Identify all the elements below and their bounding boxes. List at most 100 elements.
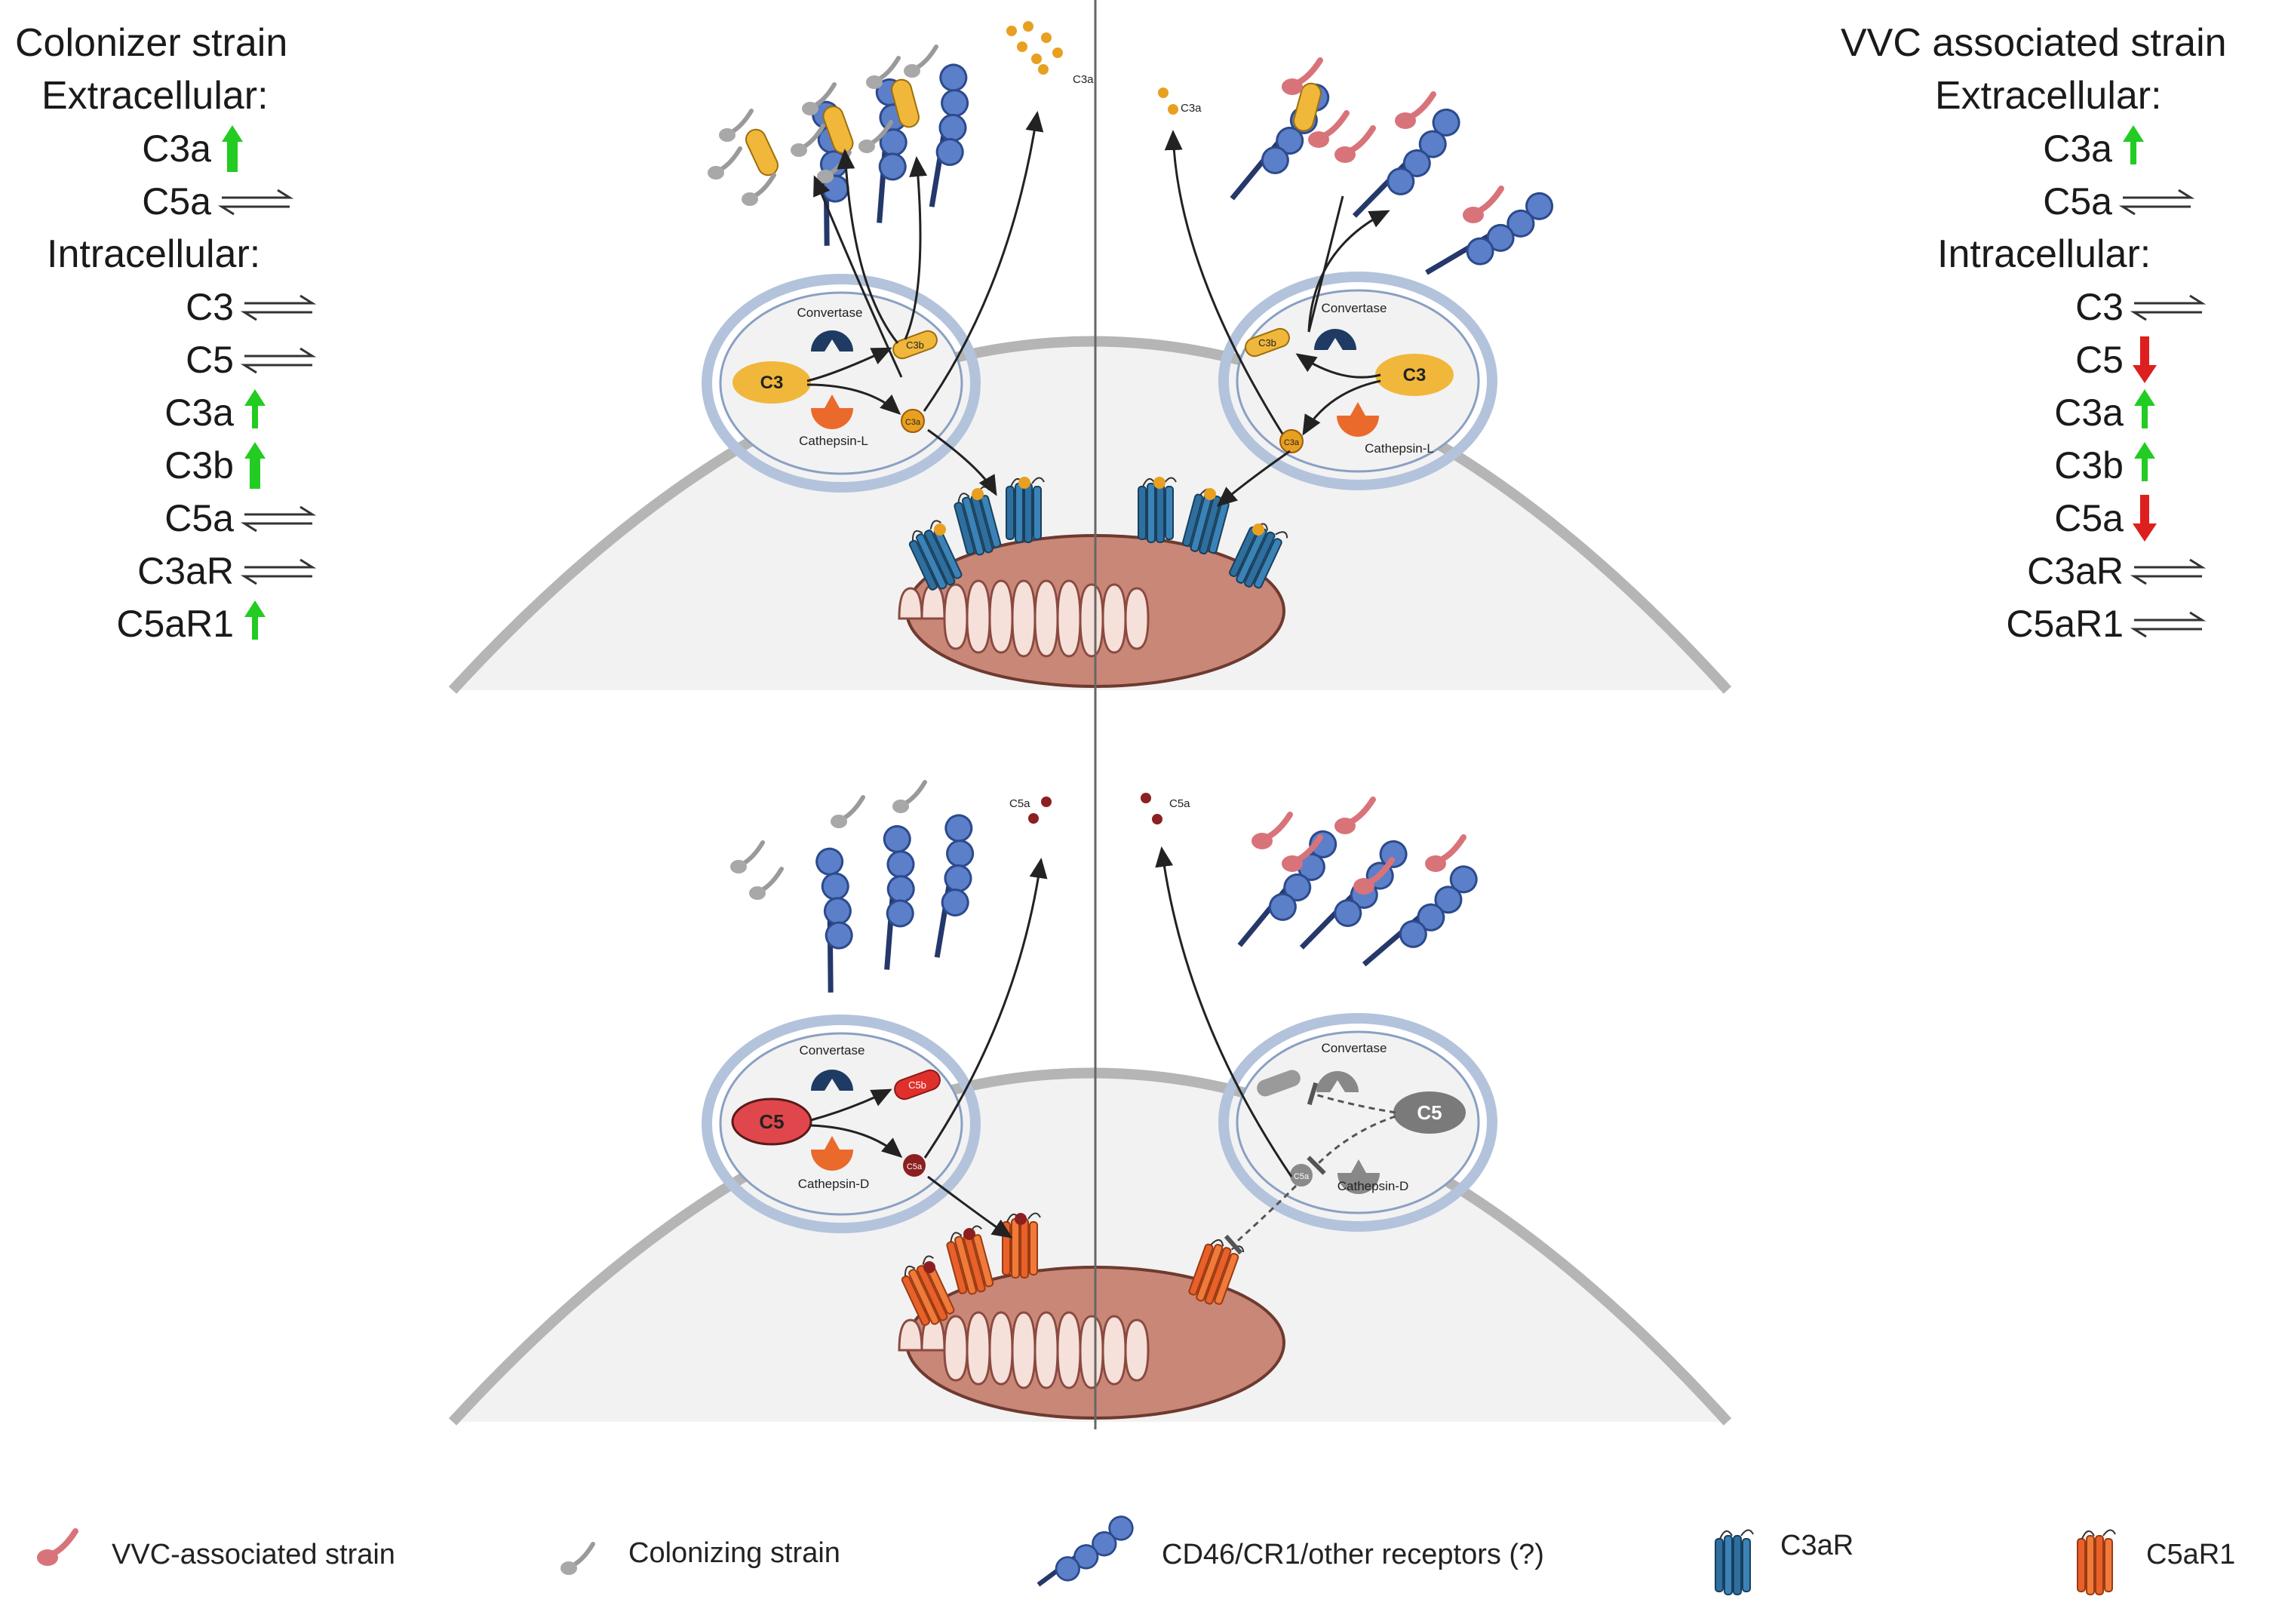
marker-row: C3b <box>1841 439 2227 492</box>
enzyme-label: Convertase <box>800 1043 865 1058</box>
change-indicator <box>2124 492 2214 545</box>
change-indicator <box>2124 597 2214 650</box>
colonizing-strain-icon <box>560 1544 593 1575</box>
marker-row: C3aR <box>15 545 324 597</box>
marker-label: C5a <box>2043 180 2112 223</box>
marker-row: C5 <box>1841 333 2227 386</box>
up-arrow-icon <box>244 600 266 640</box>
equilibrium-icon <box>2118 189 2195 216</box>
substrate-label: C3 <box>760 373 784 393</box>
change-indicator <box>211 122 302 175</box>
marker-row: C3b <box>15 439 324 492</box>
marker-label: C5a <box>142 180 211 223</box>
equilibrium-icon <box>2130 294 2207 321</box>
marker-label: C3 <box>2075 286 2124 328</box>
c5-molecule <box>731 1098 812 1146</box>
top-released-c3a <box>1006 21 1178 115</box>
marker-label: C3a <box>164 391 234 434</box>
fragment-label: C5a <box>1294 1172 1310 1181</box>
marker-label: C3 <box>186 286 234 328</box>
extracellular-heading: Extracellular: <box>41 74 269 118</box>
top-arrows <box>813 111 1390 507</box>
change-indicator <box>234 439 324 492</box>
marker-row: C5a <box>1841 175 2227 228</box>
up-arrow-icon <box>244 442 266 489</box>
change-indicator <box>2112 122 2203 175</box>
bottom-right-receptors <box>1239 800 1481 993</box>
marker-label: C3b <box>2054 444 2124 487</box>
marker-label: C5aR1 <box>116 603 234 645</box>
c3a-fragment <box>1279 429 1304 453</box>
equilibrium-icon <box>240 347 317 374</box>
up-arrow-icon <box>2134 389 2155 428</box>
enzyme-label: Convertase <box>1322 1041 1387 1055</box>
legend-colonizing-label: Colonizing strain <box>628 1537 840 1569</box>
change-indicator <box>211 175 302 228</box>
change-indicator <box>2124 439 2214 492</box>
released-label: C5a <box>1009 797 1030 810</box>
legend-c3ar-label: C3aR <box>1780 1530 1854 1561</box>
intracellular-heading: Intracellular: <box>47 232 261 276</box>
marker-label: C5 <box>186 339 234 381</box>
marker-label: C3a <box>142 127 211 170</box>
equilibrium-icon <box>240 294 317 321</box>
change-indicator <box>2124 333 2214 386</box>
up-arrow-icon <box>2134 442 2155 481</box>
released-label: C5a <box>1169 797 1190 810</box>
vvc-strain-panel: VVC associated strain Extracellular: C3a… <box>1841 17 2227 650</box>
marker-label: C3b <box>164 444 234 487</box>
down-arrow-icon <box>2133 336 2157 383</box>
legend-c5ar1-label: C5aR1 <box>2146 1539 2236 1570</box>
top-left-receptors <box>708 47 997 246</box>
marker-label: C3aR <box>2027 550 2124 592</box>
enzyme-label: Convertase <box>1322 301 1387 315</box>
vvc-strain-icon <box>37 1531 75 1566</box>
bottom-released-c5a <box>1028 793 1162 824</box>
top-right-receptors <box>1232 60 1557 311</box>
released-label: C3a <box>1181 102 1202 115</box>
marker-row: C3a <box>15 386 324 439</box>
legend <box>37 1515 2116 1595</box>
change-indicator <box>234 281 324 333</box>
bottom-left-receptors <box>730 782 1002 993</box>
substrate-label: C3 <box>1403 365 1427 385</box>
legend-receptors-label: CD46/CR1/other receptors (?) <box>1162 1539 1544 1570</box>
enzyme-label: Cathepsin-L <box>799 434 868 448</box>
change-indicator <box>2124 386 2214 439</box>
fragment-label: C5b <box>908 1079 926 1091</box>
up-arrow-icon <box>222 125 243 172</box>
c3-molecule <box>732 361 811 404</box>
marker-row: C3 <box>15 281 324 333</box>
change-indicator <box>234 386 324 439</box>
c5ar1-icon <box>2077 1529 2116 1595</box>
change-indicator <box>2124 281 2214 333</box>
bottom-arrows <box>923 846 1298 1255</box>
c3b-fragment <box>892 330 938 360</box>
change-indicator <box>234 333 324 386</box>
released-label: C3a <box>1073 73 1094 86</box>
fragment-label: C3b <box>1258 337 1276 348</box>
c5a-fragment <box>903 1154 926 1177</box>
fragment-label: C3b <box>906 339 924 351</box>
change-indicator <box>234 545 324 597</box>
bottom-right-lysosome <box>1218 1013 1497 1232</box>
legend-vvc-label: VVC-associated strain <box>112 1539 395 1570</box>
intracellular-heading: Intracellular: <box>1937 232 2151 276</box>
marker-row: C3a <box>1841 386 2227 439</box>
c3-molecule <box>1375 354 1454 396</box>
enzyme-label: Cathepsin-L <box>1365 441 1434 456</box>
equilibrium-icon <box>240 558 317 585</box>
enzyme-label: Cathepsin-D <box>798 1177 870 1191</box>
marker-row: C5aR1 <box>1841 597 2227 650</box>
c3a-fragment <box>901 409 925 433</box>
top-left-lysosome <box>702 274 981 493</box>
marker-row: C3 <box>1841 281 2227 333</box>
up-arrow-icon <box>244 389 266 428</box>
marker-label: C5a <box>164 497 234 539</box>
